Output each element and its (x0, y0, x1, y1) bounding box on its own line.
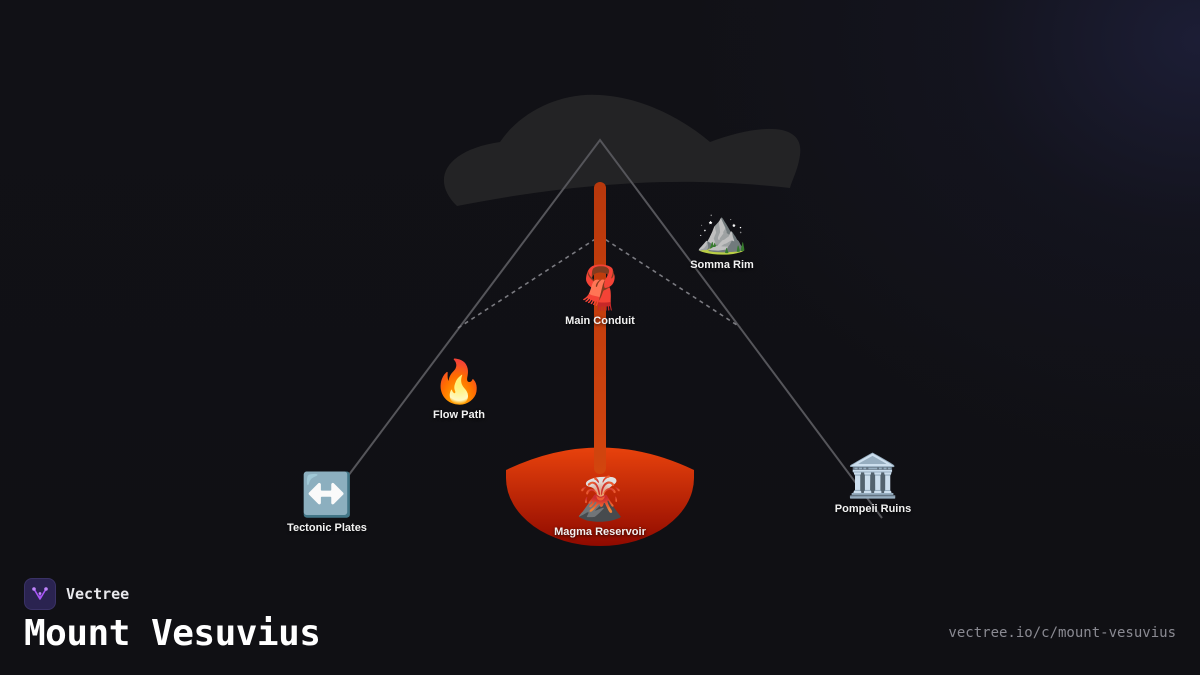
fire-icon: 🔥 (432, 357, 486, 406)
node-label: Somma Rim (690, 259, 754, 271)
vectree-logo-icon (24, 578, 56, 610)
node-flow-path[interactable]: 🔥 Flow Path (389, 358, 529, 422)
page-title: Mount Vesuvius (24, 613, 321, 654)
node-magma-reservoir[interactable]: 🌋 Magma Reservoir (530, 475, 670, 539)
classical-building-icon: 🏛️ (846, 451, 900, 500)
mountain-icon: ⛰️ (695, 207, 749, 256)
node-somma-rim[interactable]: ⛰️ Somma Rim (652, 208, 792, 272)
node-label: Pompeii Ruins (834, 503, 912, 515)
volcano-slope (344, 138, 883, 519)
brand-name: Vectree (66, 585, 130, 603)
scarf-icon: 🧣 (573, 263, 627, 312)
node-pompeii-ruins[interactable]: 🏛️ Pompeii Ruins (803, 452, 943, 516)
brand[interactable]: Vectree (24, 577, 129, 611)
node-tectonic-plates[interactable]: ↔️ Tectonic Plates (257, 471, 397, 535)
node-label: Flow Path (433, 409, 485, 421)
node-label: Tectonic Plates (287, 522, 367, 534)
node-main-conduit[interactable]: 🧣 Main Conduit (530, 264, 670, 328)
magma-chamber (506, 447, 694, 546)
page-url[interactable]: vectree.io/c/mount-vesuvius (948, 625, 1176, 641)
node-label: Main Conduit (565, 315, 635, 327)
ash-cloud (443, 94, 801, 206)
conduit-pipe (594, 182, 606, 474)
volcano-icon: 🌋 (573, 474, 627, 523)
left-right-arrow-icon: ↔️ (300, 470, 354, 519)
node-label: Magma Reservoir (554, 526, 646, 538)
